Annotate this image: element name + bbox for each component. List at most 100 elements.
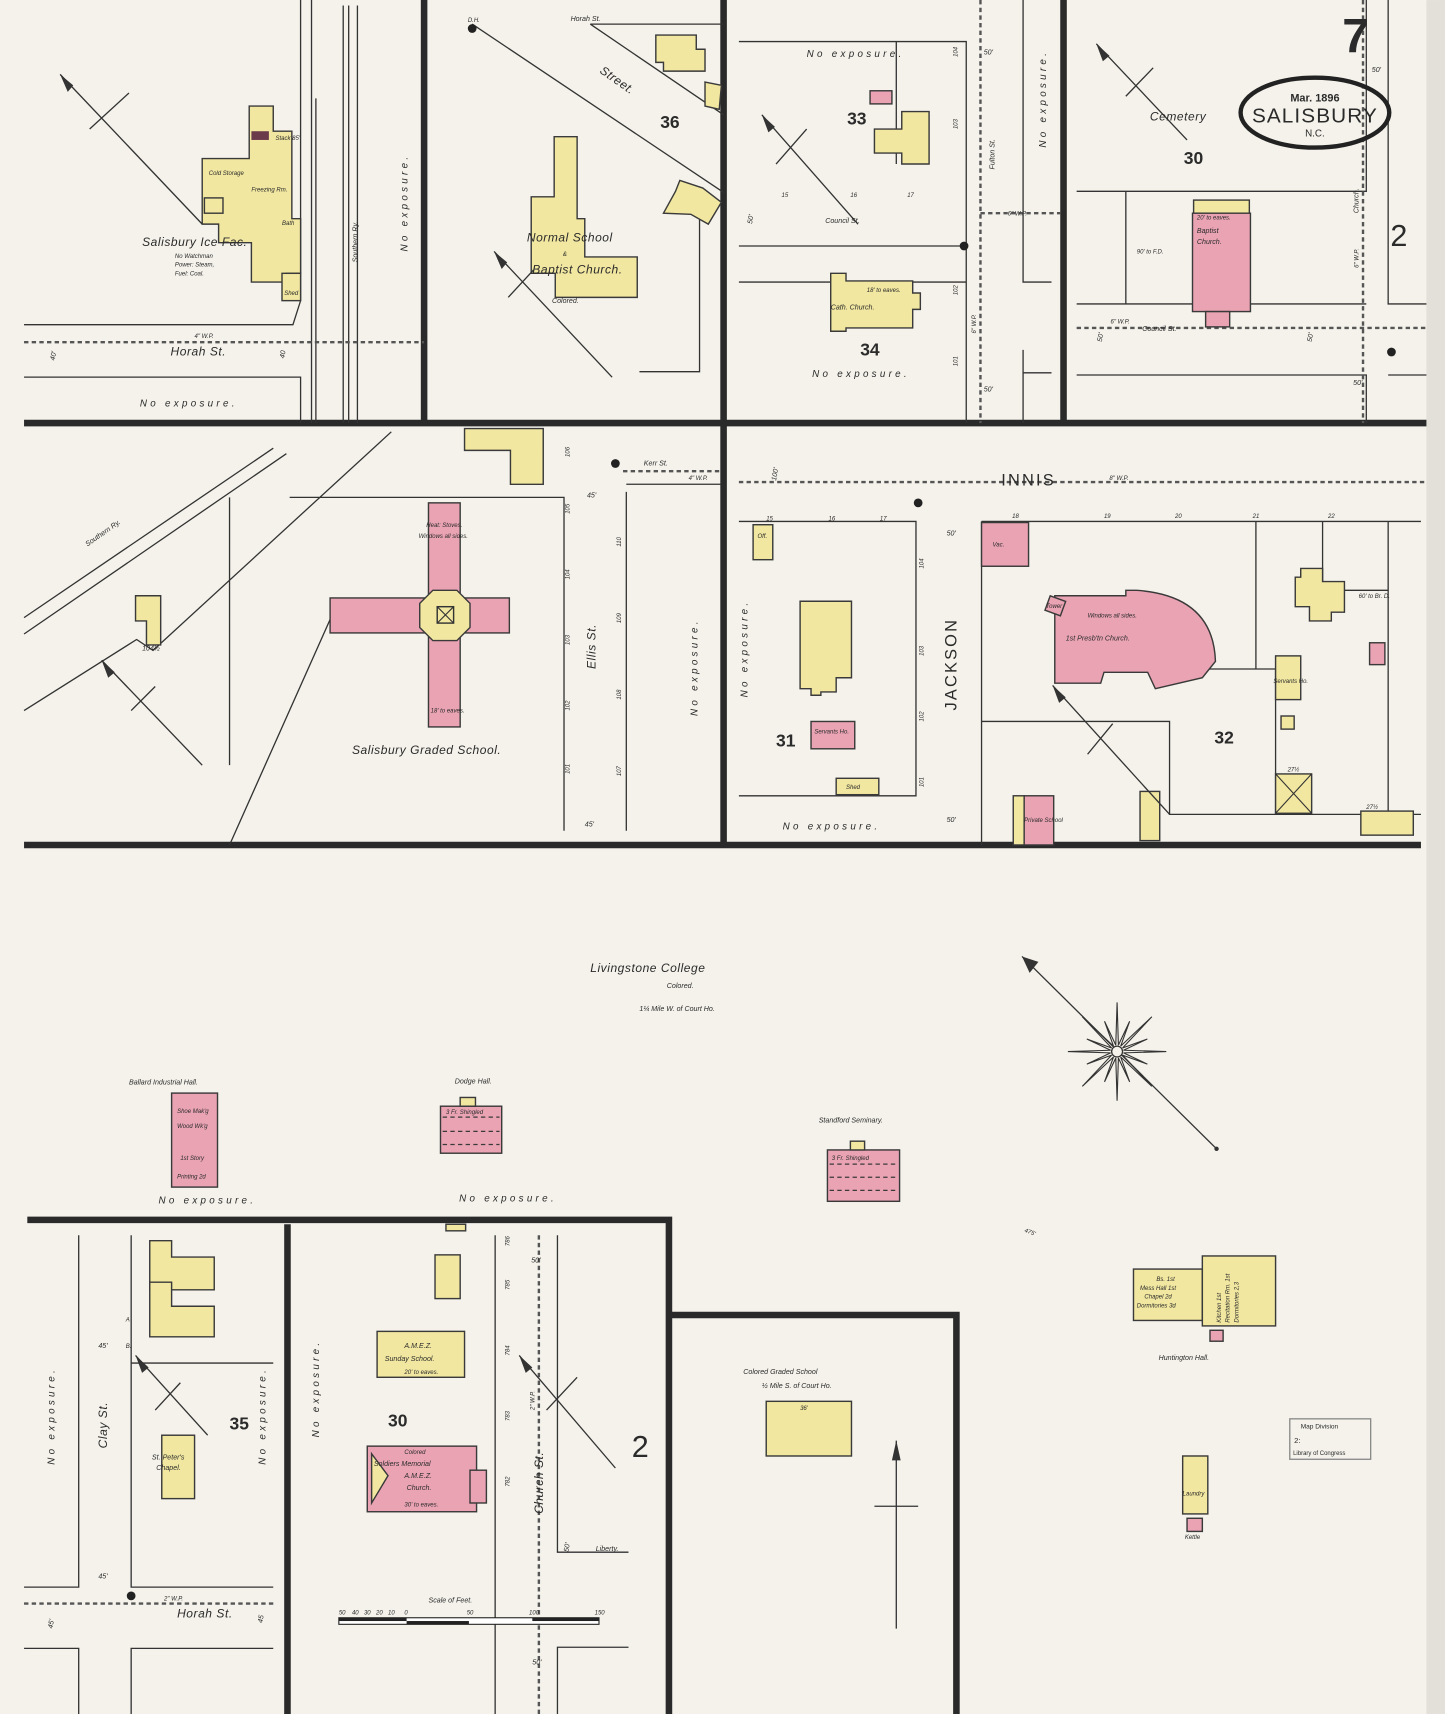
- street-label: Church.: [1353, 188, 1361, 213]
- building-note: Power: Steam,: [175, 263, 214, 269]
- building-note: 90' to F.D.: [1137, 250, 1164, 256]
- scale-tick-label: 100: [529, 1610, 540, 1616]
- graded-school-building: [329, 502, 511, 728]
- outbuilding: [1139, 790, 1161, 842]
- compass-center: [1110, 1045, 1124, 1058]
- catholic-church: [830, 272, 922, 332]
- north-arrow-icon: [518, 1355, 616, 1469]
- street-width: 50': [947, 530, 957, 538]
- place-name: Cemetery: [1150, 109, 1207, 123]
- no-exposure-label: No exposure.: [689, 618, 700, 716]
- library-stamp: Map Division 2: Library of Congress: [1289, 1418, 1372, 1460]
- no-exposure-labels: No exposure. No exposure. No exposure. N…: [47, 49, 1049, 1465]
- building-note: Windows all sides.: [1088, 614, 1137, 620]
- brick-outbuilding: [1368, 642, 1386, 666]
- servants-house: [810, 720, 856, 750]
- title-stamp: 7 Mar. 1896 SALISBURY N.C.: [1238, 10, 1392, 150]
- building-name: Salisbury Ice Fac.: [142, 235, 247, 249]
- adjoining-sheet-number: 2: [632, 1430, 649, 1464]
- street-width: 50': [1306, 331, 1316, 342]
- lot-number: A: [125, 1318, 130, 1324]
- house-number: 782: [505, 1476, 511, 1487]
- building-note: 60' to Br. D.: [1359, 594, 1390, 600]
- house-number: 109: [617, 612, 623, 623]
- house-number: 786: [505, 1235, 511, 1246]
- stamp-line: Map Division: [1301, 1424, 1339, 1431]
- hydrant-icon: [126, 1591, 136, 1601]
- lot-number: 20: [1174, 514, 1182, 520]
- dwelling: [799, 600, 853, 696]
- stamp-state: N.C.: [1305, 129, 1325, 140]
- building-name: Cath. Church.: [831, 303, 875, 311]
- street-label: Horah St.: [171, 344, 227, 358]
- building-note: Tower: [1046, 604, 1063, 610]
- building-note: 3 Fr. Shingled: [446, 1110, 484, 1116]
- lot-number: 15: [782, 193, 789, 199]
- house-number: 104: [565, 569, 571, 580]
- shed: [281, 272, 302, 302]
- pipe-size: 6" W.P.: [1355, 249, 1361, 268]
- no-exposure-label: No exposure.: [311, 1340, 322, 1438]
- outbuilding: [203, 197, 224, 214]
- scale-tick-label: 0: [404, 1610, 408, 1616]
- no-exposure-label: No exposure.: [158, 1195, 256, 1206]
- building-note: Private School: [1024, 818, 1063, 824]
- office: [752, 524, 774, 561]
- house-number: 102: [920, 711, 926, 722]
- building-name: Normal School: [527, 231, 613, 245]
- north-arrow-icon: [493, 251, 613, 378]
- servants-house: [1274, 655, 1302, 701]
- building-name: Colored: [404, 1450, 426, 1456]
- scale-tick-label: 50: [467, 1610, 474, 1616]
- street-width: 50': [746, 213, 756, 224]
- house-number: 108: [617, 689, 623, 700]
- street-width: 100': [770, 466, 780, 481]
- hydrants: [126, 24, 1396, 1601]
- building-note: Freezing Rm.: [251, 187, 287, 193]
- lot-number: 22: [1327, 514, 1335, 520]
- dwelling: [434, 1254, 461, 1300]
- street-width: 45': [587, 491, 597, 499]
- building-note: Printing 2d: [177, 1174, 206, 1180]
- no-exposure-label: No exposure.: [740, 600, 751, 698]
- huntington-hall-west: [1132, 1268, 1204, 1322]
- hydrant-icon: [467, 24, 477, 33]
- building-name: Huntington Hall.: [1159, 1354, 1210, 1362]
- street-width: 45': [98, 1342, 108, 1350]
- no-exposure-label: No exposure.: [812, 369, 910, 380]
- no-exposure-label: No exposure.: [400, 154, 411, 252]
- building-note: Kitchen 1st: [1217, 1293, 1223, 1323]
- building-name: 1st Presb'tn Church.: [1066, 635, 1130, 643]
- north-arrow-icon: [135, 1354, 209, 1436]
- building-note: Vac.: [992, 543, 1004, 549]
- scale-tick-label: 30: [364, 1610, 371, 1616]
- building-note: 3 Fr. Shingled: [832, 1156, 870, 1162]
- block-number: 35: [230, 1414, 250, 1434]
- building-name: Sunday School.: [385, 1355, 435, 1363]
- building-note: Cold Storage: [209, 171, 245, 177]
- building-name: Soldiers Memorial: [374, 1460, 431, 1468]
- pipe-size: 6" W.P.: [1008, 211, 1027, 217]
- no-exposure-label: No exposure.: [1038, 50, 1049, 148]
- building-name: Baptist: [1197, 227, 1220, 235]
- house-number: 104½: [142, 644, 160, 652]
- north-arrow-icon: [59, 73, 203, 225]
- street-width: 45': [585, 820, 595, 828]
- street-label: Horah St.: [571, 15, 601, 23]
- hydrant-icon: [1387, 347, 1396, 357]
- street-width: 40: [278, 350, 287, 359]
- engine-room: [1209, 1329, 1224, 1342]
- north-arrow-icon: [101, 659, 203, 766]
- stamp-city: SALISBURY: [1252, 104, 1378, 127]
- building-name: Baptist Church.: [532, 262, 622, 276]
- building-note: 30' to eaves.: [404, 1502, 438, 1508]
- street-width: 45': [47, 1618, 57, 1629]
- building-note: Bs. 1st: [1156, 1277, 1175, 1283]
- scale-tick-label: 150: [595, 1610, 606, 1616]
- compass-rose-icon: [1021, 956, 1219, 1152]
- scale-tick-label: 20: [375, 1610, 383, 1616]
- building-name: Salisbury Graded School.: [352, 743, 501, 757]
- dwelling: [134, 595, 162, 646]
- street-width: 50': [562, 1541, 572, 1552]
